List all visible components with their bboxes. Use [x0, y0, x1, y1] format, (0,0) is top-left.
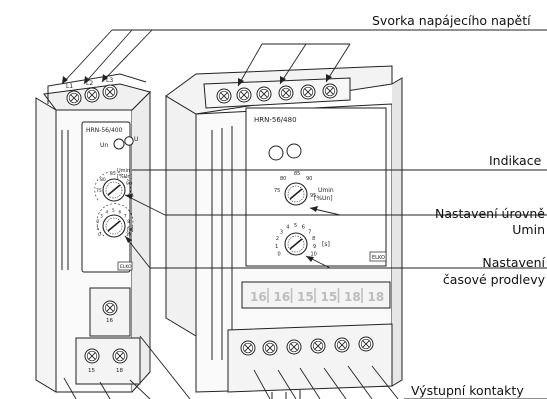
small-delay-scale-10: 10 — [126, 232, 132, 237]
top-terminal-5-screw-icon — [300, 84, 316, 100]
small-umin-scale-80: 80 — [100, 177, 106, 183]
top-terminal-3-screw-icon — [256, 86, 272, 102]
bottom-terminal-5-screw-icon — [334, 337, 350, 353]
large-delay-scale-10: 10 — [311, 252, 317, 258]
callout-arrowheads — [62, 74, 332, 262]
small-terminal-l3-label: L3 — [106, 77, 113, 84]
bottom-terminal-6-screw-icon — [358, 336, 374, 352]
large-umin-scale-85: 85 — [294, 171, 300, 177]
large-delay-scale-4: 4 — [286, 225, 289, 231]
large-led-u-icon — [286, 143, 302, 159]
terminal-strip-number: 15 — [297, 290, 314, 304]
large-delay-scale-3: 3 — [280, 229, 283, 235]
led-u-icon — [124, 136, 134, 146]
top-terminal-4-screw-icon — [278, 85, 294, 101]
small-terminal-l2-label: L2 — [86, 80, 93, 87]
large-delay-scale-6: 6 — [302, 225, 305, 231]
callout-output-contacts: Výstupní kontakty — [411, 383, 524, 398]
terminal-strip-number: 15 — [321, 290, 338, 304]
small-led-un-label: Un — [100, 142, 108, 149]
small-delay-scale-3: 3 — [100, 213, 103, 218]
small-bottom-18: 18 — [116, 368, 123, 374]
small-terminal-l1-label: L1 — [66, 83, 73, 90]
callout-indication: Indikace — [489, 153, 542, 168]
callout-delay-line1: Nastavení — [482, 255, 545, 270]
large-delay-scale-7: 7 — [308, 229, 311, 235]
large-delay-scale-2: 2 — [276, 236, 279, 242]
callout-umin-line2: Umin — [512, 222, 545, 237]
small-delay-scale-8: 8 — [127, 219, 130, 224]
small-model-label: HRN-56/400 — [86, 127, 123, 134]
small-delay-scale-9: 9 — [128, 226, 131, 231]
bottom-terminal-4-screw-icon — [310, 338, 326, 354]
large-logo: ELKO — [372, 255, 385, 261]
large-delay-scale-5: 5 — [294, 223, 297, 229]
small-umin-scale-90: 90 — [126, 181, 132, 187]
led-un-icon — [113, 138, 125, 150]
bottom-terminal-3-screw-icon — [286, 339, 302, 355]
large-led-un-icon — [268, 145, 284, 161]
large-umin-scale-75: 75 — [274, 188, 280, 194]
small-delay-scale-5: 5 — [112, 208, 115, 213]
large-umin-scale-90: 90 — [306, 176, 312, 182]
small-delay-scale-4: 4 — [106, 209, 109, 214]
callout-umin-line1: Nastavení úrovně — [435, 206, 545, 221]
large-delay-scale-9: 9 — [313, 244, 316, 250]
large-model-label: HRN-56/480 — [254, 116, 297, 124]
large-umin-unit: [%Un] — [314, 195, 333, 202]
small-delay-scale-0: 0 — [98, 232, 101, 237]
top-terminal-6-screw-icon — [322, 83, 338, 99]
small-umin-unit: [%Un] — [117, 174, 133, 180]
small-delay-scale-1: 1 — [96, 226, 99, 231]
small-led-u-label: U — [134, 136, 138, 143]
terminal-l1-screw-icon — [66, 90, 82, 106]
small-umin-scale-85: 85 — [110, 171, 116, 177]
bottom-terminal-2-screw-icon — [262, 340, 278, 356]
small-delay-scale-6: 6 — [119, 209, 122, 214]
small-umin-dial-icon — [102, 178, 126, 202]
large-umin-dial-icon — [284, 182, 308, 206]
terminal-strip-number: 16 — [274, 290, 291, 304]
callout-lines — [61, 29, 547, 399]
terminal-strip-number: 18 — [344, 290, 361, 304]
callout-supply-terminal: Svorka napájecího napětí — [372, 13, 531, 28]
large-delay-dial-icon — [284, 232, 308, 256]
terminal-strip-number: 18 — [368, 290, 385, 304]
top-terminal-2-screw-icon — [236, 87, 252, 103]
small-delay-dial-icon — [102, 214, 126, 238]
small-umin-scale-75: 75 — [96, 188, 102, 194]
large-umin-scale-95: 95 — [310, 193, 316, 199]
small-delay-unit: [s] — [127, 227, 134, 233]
large-delay-scale-8: 8 — [312, 236, 315, 242]
large-umin-scale-80: 80 — [280, 176, 286, 182]
large-delay-unit: [s] — [322, 241, 330, 248]
small-umin-label: Umin — [117, 168, 130, 174]
terminal-l3-screw-icon — [102, 84, 118, 100]
large-delay-scale-0: 0 — [278, 252, 281, 258]
terminal-strip-number: 16 — [250, 290, 267, 304]
terminal-l2-screw-icon — [84, 87, 100, 103]
large-delay-scale-1: 1 — [275, 244, 278, 250]
terminal-16-screw-icon — [102, 300, 118, 316]
small-bottom-15: 15 — [88, 368, 95, 374]
terminal-15-screw-icon — [84, 348, 100, 364]
large-umin-label: Umin — [318, 187, 334, 194]
small-delay-scale-2: 2 — [97, 219, 100, 224]
small-bottom-16: 16 — [106, 318, 113, 324]
bottom-terminal-1-screw-icon — [240, 340, 256, 356]
small-delay-scale-7: 7 — [124, 213, 127, 218]
small-relay — [35, 73, 151, 393]
top-terminal-1-screw-icon — [216, 88, 232, 104]
terminal-18-screw-icon — [112, 348, 128, 364]
callout-delay-line2: časové prodlevy — [442, 272, 545, 287]
small-logo: ELKO — [120, 264, 132, 270]
